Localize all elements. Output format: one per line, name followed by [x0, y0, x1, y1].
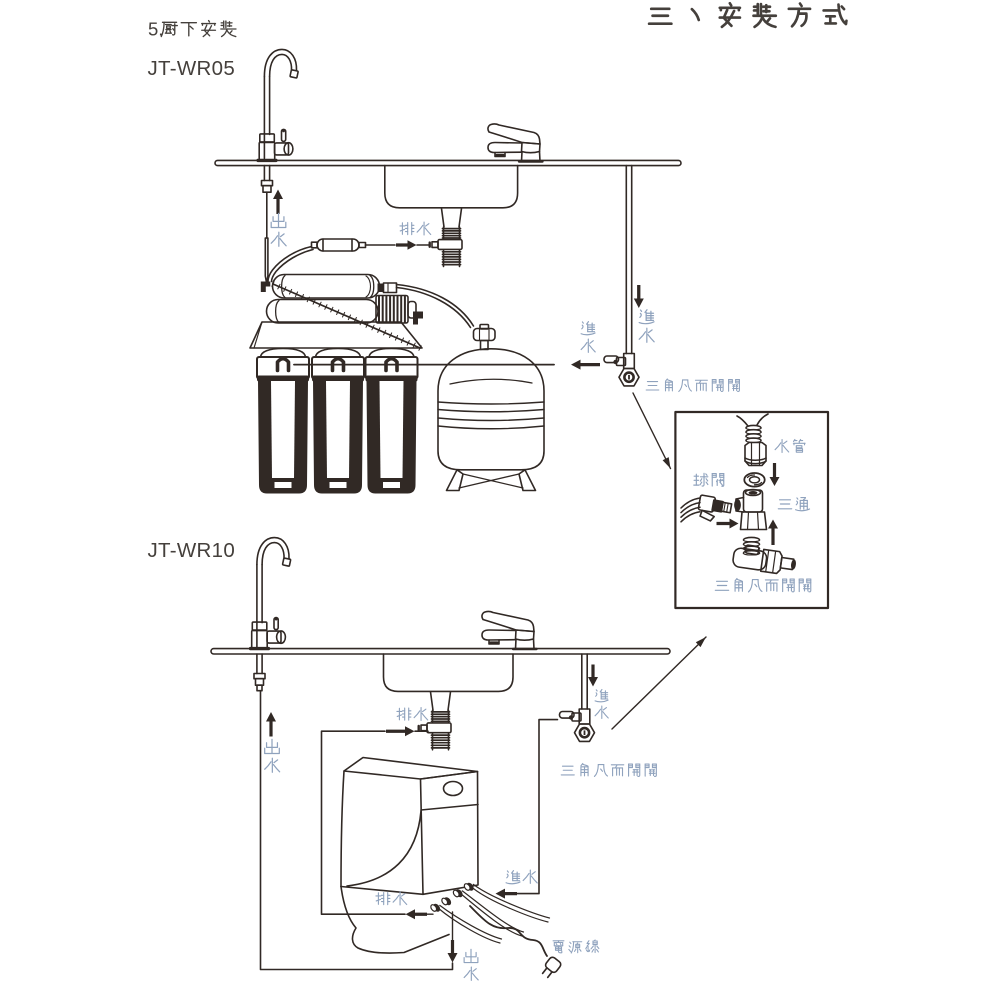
svg-text:JT-WR05: JT-WR05 — [148, 57, 236, 80]
svg-text:5.: 5. — [148, 19, 163, 40]
svg-text:JT-WR10: JT-WR10 — [148, 539, 236, 562]
